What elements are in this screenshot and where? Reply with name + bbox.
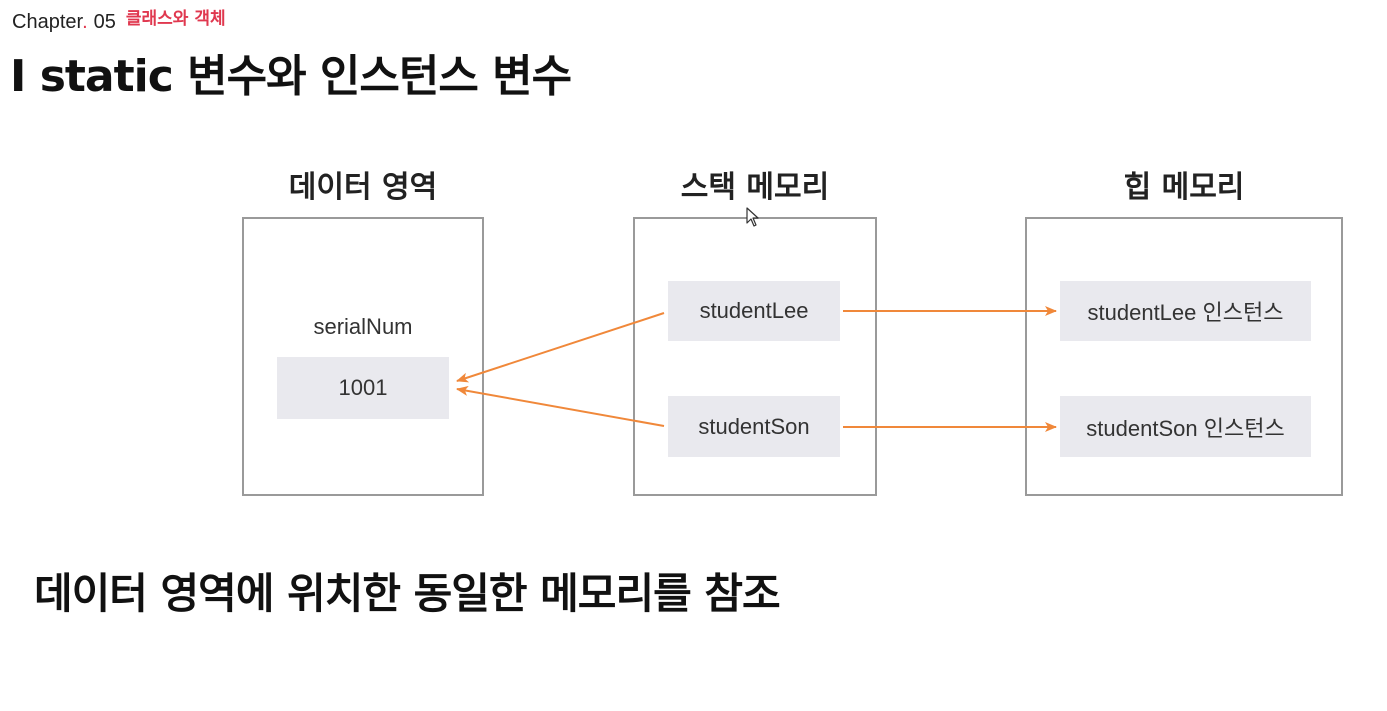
data-area-label: 데이터 영역 [288, 170, 438, 205]
serial-num-value-cell: 1001 [277, 357, 449, 419]
page-title: I static 변수와 인스턴스 변수 [10, 51, 572, 102]
mouse-cursor-icon [746, 207, 759, 227]
heap-memory-label: 힙 메모리 [1123, 170, 1245, 205]
chapter-header: Chapter. 05 클래스와 객체 [12, 8, 226, 38]
chapter-number: 05 [93, 11, 116, 33]
chapter-subject: 클래스와 객체 [125, 9, 226, 29]
chapter-label: Chapter. [12, 11, 88, 33]
stack-item-student-lee: studentLee [668, 281, 840, 341]
heap-item-student-lee-instance: studentLee 인스턴스 [1060, 281, 1311, 341]
serial-num-label: serialNum [313, 314, 413, 339]
data-area-panel [242, 217, 484, 496]
stack-memory-label: 스택 메모리 [680, 170, 830, 205]
heap-item-student-son-instance: studentSon 인스턴스 [1060, 396, 1311, 457]
conclusion-text: 데이터 영역에 위치한 동일한 메모리를 참조 [34, 569, 781, 618]
stack-item-student-son: studentSon [668, 396, 840, 457]
chapter-dot: . [82, 11, 88, 33]
